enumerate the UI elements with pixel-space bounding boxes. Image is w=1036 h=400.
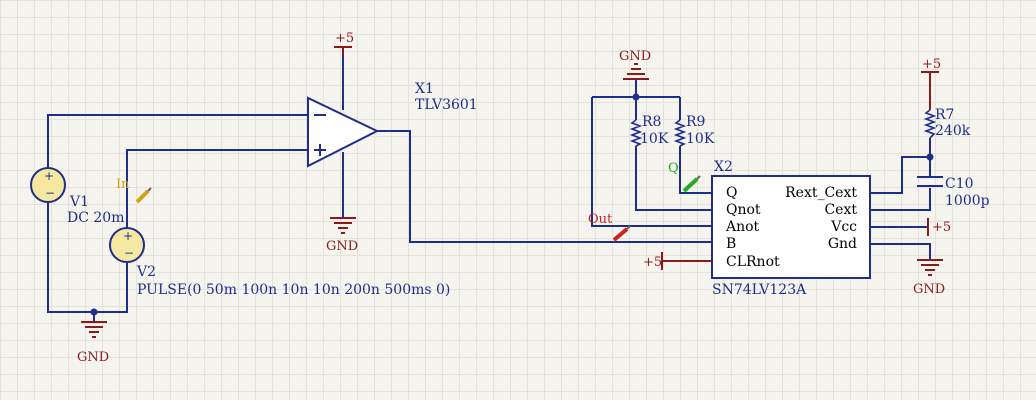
r8-value: 10K [640, 131, 669, 147]
power-label-plus5: +5 [932, 220, 951, 235]
power-label-plus5: +5 [643, 255, 662, 270]
probe-in-label: In [116, 177, 130, 192]
probe-out-label: Out [588, 212, 613, 227]
ground-symbol-left [81, 321, 107, 338]
ground-symbol-opamp [330, 217, 356, 234]
wire-cext [870, 188, 931, 211]
junction-dot [90, 308, 98, 316]
probe-q-label: Q [668, 161, 679, 176]
power-plus5-opamp [334, 46, 352, 55]
v2-ref: V2 [136, 264, 156, 280]
r9-ref: R9 [686, 114, 705, 130]
ground-label: GND [77, 350, 109, 365]
wire-r9-q [679, 146, 712, 194]
opamp-ref: X1 [415, 81, 434, 97]
wire-out-to-b [377, 130, 712, 243]
opamp-value: TLV3601 [415, 97, 478, 113]
ic-pin-b: B [726, 236, 736, 252]
ground-symbol-right [917, 259, 943, 276]
svg-text:+: + [123, 229, 133, 243]
ground-label: GND [913, 282, 945, 297]
wire-v2-to-opamp-plus [126, 149, 308, 228]
power-plus5-clrnot [661, 252, 712, 270]
ground-label: GND [326, 239, 358, 254]
power-label-plus5: +5 [922, 57, 941, 72]
ic-pin-q: Q [726, 185, 737, 201]
probe-q-icon[interactable] [682, 175, 701, 193]
v1-ref: V1 [69, 194, 89, 210]
ic-value: SN74LV123A [712, 282, 807, 298]
voltage-source-v1[interactable]: + − [30, 167, 66, 203]
ground-symbol-top [623, 63, 649, 80]
probe-out-icon[interactable] [612, 225, 631, 242]
svg-text:+: + [44, 169, 54, 183]
c10-value: 1000p [945, 193, 990, 209]
resistor-r8[interactable] [629, 119, 643, 147]
wire-r8-qnot [635, 146, 712, 211]
ic-pin-qnot: Qnot [726, 202, 761, 218]
power-label-plus5: +5 [335, 31, 354, 46]
c10-ref: C10 [945, 176, 974, 192]
r8-ref: R8 [642, 114, 661, 130]
ic-ref: X2 [714, 159, 733, 175]
resistor-r9[interactable] [673, 119, 687, 147]
wire-anot [591, 97, 712, 227]
ground-label: GND [619, 49, 651, 64]
v1-value: DC 20m [67, 210, 124, 226]
v2-value: PULSE(0 50m 100n 10n 10n 200n 500ms 0) [137, 282, 450, 298]
opamp-x1[interactable] [307, 48, 380, 218]
voltage-source-v2[interactable]: + − [109, 227, 145, 263]
r7-value: 240k [935, 123, 971, 139]
r7-ref: R7 [935, 107, 954, 123]
ic-pin-clrnot: CLRnot [726, 254, 780, 270]
capacitor-c10[interactable] [917, 176, 943, 187]
ic-pin-anot: Anot [725, 219, 760, 235]
ic-pin-gnd: Gnd [828, 236, 857, 252]
ic-pin-cext: Cext [824, 202, 857, 218]
wire-rext [870, 156, 930, 194]
power-plus5-r7 [921, 71, 939, 110]
svg-text:−: − [45, 186, 55, 200]
svg-text:−: − [124, 246, 134, 260]
r9-value: 10K [686, 131, 715, 147]
ic-pin-vcc: Vcc [830, 219, 857, 235]
junction-dot [632, 93, 640, 101]
junction-dot [926, 153, 934, 161]
ic-pin-rext-cext: Rext_Cext [785, 185, 857, 201]
probe-in-icon[interactable] [135, 187, 152, 204]
ic-x2-body[interactable] [711, 175, 871, 279]
wire-v1-v2-return [47, 202, 128, 313]
resistor-r7[interactable] [923, 109, 937, 139]
wire-v1-to-opamp-minus [47, 114, 308, 168]
wire-gnd-right [870, 243, 931, 260]
